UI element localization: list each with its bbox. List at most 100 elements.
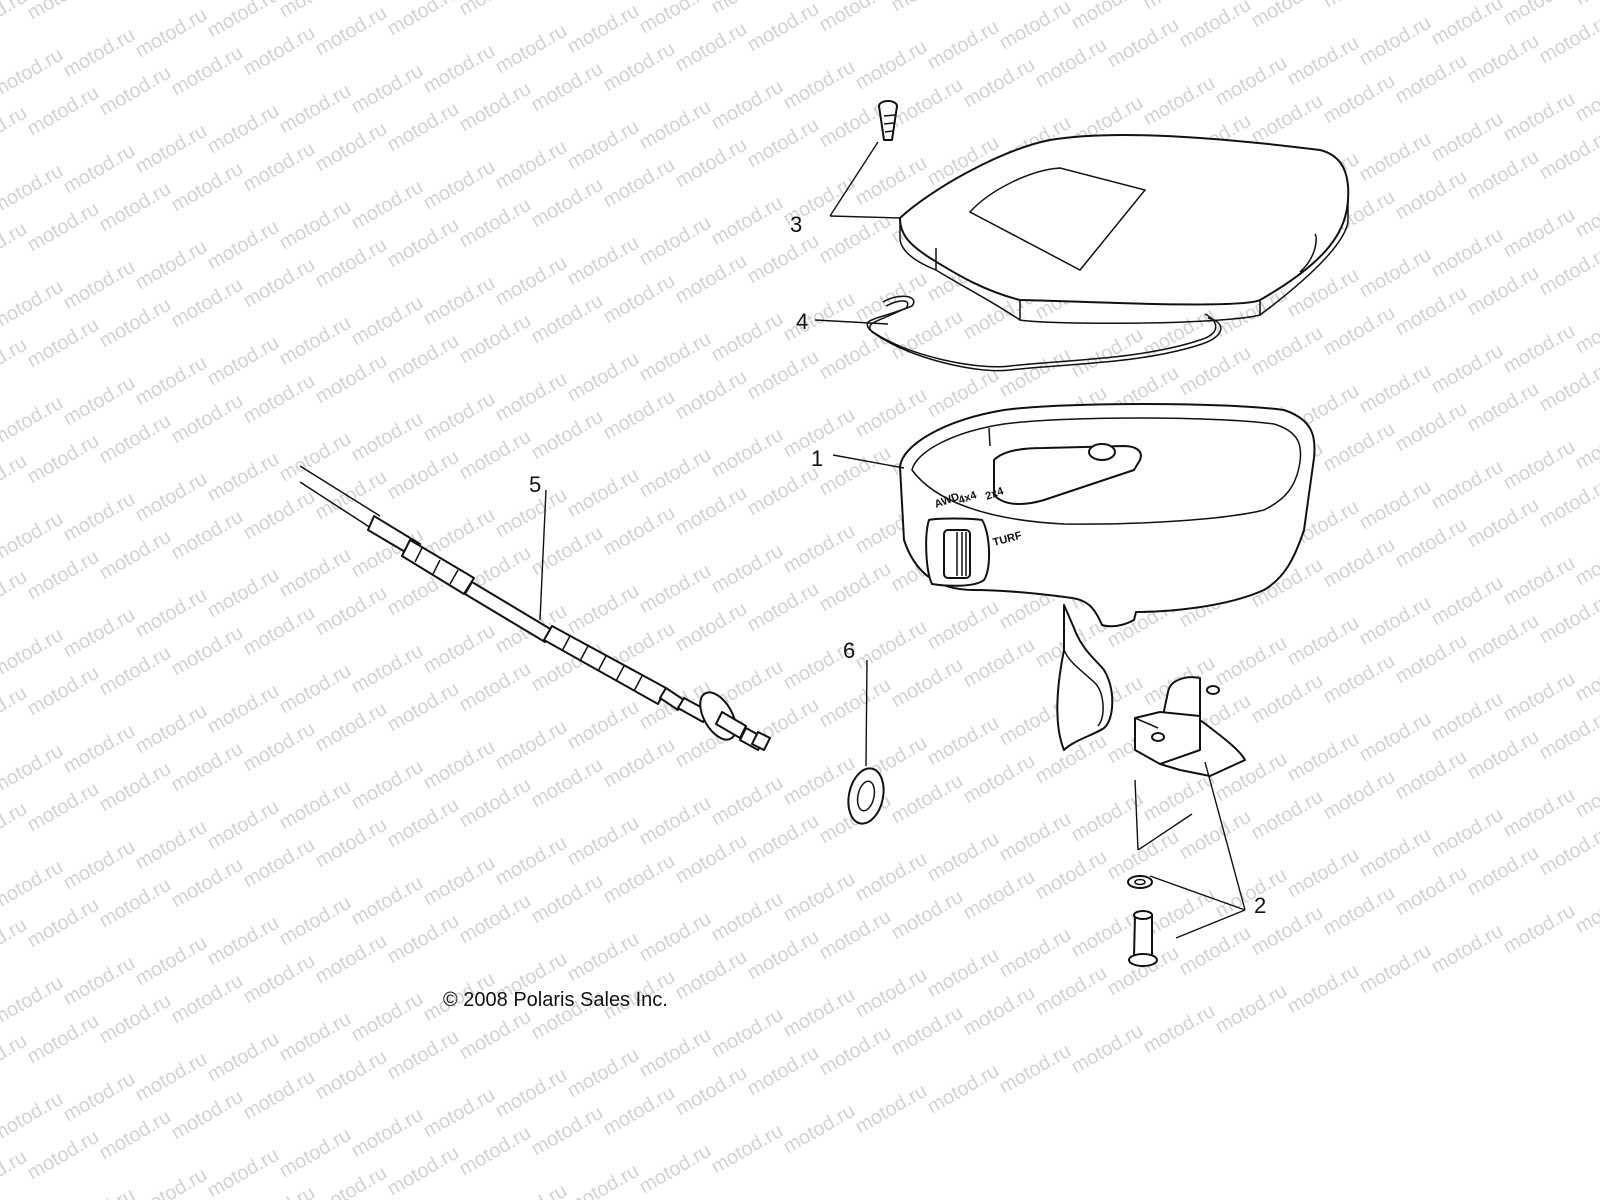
watermark-text: motod.ru bbox=[564, 232, 643, 291]
watermark-text: motod.ru bbox=[852, 1080, 931, 1139]
watermark-text: motod.ru bbox=[24, 1010, 103, 1069]
watermark-text: motod.ru bbox=[1536, 126, 1600, 185]
watermark-text: motod.ru bbox=[348, 988, 427, 1047]
watermark-text: motod.ru bbox=[636, 908, 715, 967]
watermark-text: motod.ru bbox=[1500, 0, 1579, 30]
watermark-text: motod.ru bbox=[1176, 0, 1255, 52]
watermark-text: motod.ru bbox=[348, 292, 427, 351]
watermark-text: motod.ru bbox=[492, 136, 571, 195]
watermark-text: motod.ru bbox=[276, 0, 355, 22]
watermark-text: motod.ru bbox=[744, 810, 823, 869]
watermark-text: motod.ru bbox=[168, 158, 247, 217]
watermark-text: motod.ru bbox=[1572, 880, 1600, 939]
watermark-text: motod.ru bbox=[456, 1122, 535, 1181]
watermark-text: motod.ru bbox=[672, 598, 751, 657]
watermark-text: motod.ru bbox=[1140, 72, 1219, 131]
watermark-text: motod.ru bbox=[420, 1084, 499, 1143]
watermark-text: motod.ru bbox=[60, 24, 139, 83]
watermark-text: motod.ru bbox=[1140, 1000, 1219, 1059]
watermark-text: motod.ru bbox=[384, 214, 463, 273]
watermark-text: motod.ru bbox=[708, 308, 787, 367]
watermark-text: motod.ru bbox=[204, 564, 283, 623]
watermark-text: motod.ru bbox=[960, 866, 1039, 925]
watermark-text: motod.ru bbox=[1500, 900, 1579, 959]
watermark-text: motod.ru bbox=[0, 508, 67, 567]
callout-1: 1 bbox=[811, 446, 823, 471]
part-1-switch-face: AWD 4x4 2x4 TURF bbox=[925, 485, 1023, 587]
watermark-text: motod.ru bbox=[132, 352, 211, 411]
watermark-text: motod.ru bbox=[168, 622, 247, 681]
watermark-text: motod.ru bbox=[132, 932, 211, 991]
watermark-text: motod.ru bbox=[528, 870, 607, 929]
watermark-text: motod.ru bbox=[1140, 768, 1219, 827]
watermark-text: motod.ru bbox=[1392, 746, 1471, 805]
watermark-text: motod.ru bbox=[276, 1008, 355, 1067]
watermark-text: motod.ru bbox=[456, 658, 535, 717]
watermark-text: motod.ru bbox=[1500, 436, 1579, 495]
watermark-text: motod.ru bbox=[1536, 590, 1600, 649]
watermark-text: motod.ru bbox=[348, 872, 427, 931]
watermark-text: motod.ru bbox=[744, 0, 823, 56]
watermark-text: motod.ru bbox=[672, 134, 751, 193]
part-2-clamp bbox=[1134, 676, 1246, 777]
watermark-text: motod.ru bbox=[1248, 0, 1327, 32]
watermark-text: motod.ru bbox=[24, 894, 103, 953]
watermark-text: motod.ru bbox=[348, 60, 427, 119]
watermark-text: motod.ru bbox=[1392, 514, 1471, 573]
watermark-text: motod.ru bbox=[780, 288, 859, 347]
watermark-text: motod.ru bbox=[816, 558, 895, 617]
watermark-text: motod.ru bbox=[312, 234, 391, 293]
watermark-text: motod.ru bbox=[1572, 532, 1600, 591]
watermark-text: motod.ru bbox=[312, 2, 391, 61]
watermark-text: motod.ru bbox=[852, 268, 931, 327]
watermark-text: motod.ru bbox=[348, 408, 427, 467]
callout-4: 4 bbox=[796, 309, 808, 334]
watermark-text: motod.ru bbox=[0, 740, 67, 799]
watermark-text: motod.ru bbox=[1356, 244, 1435, 303]
watermark-text: motod.ru bbox=[384, 446, 463, 505]
watermark-text: motod.ru bbox=[240, 138, 319, 197]
watermark-text: motod.ru bbox=[276, 544, 355, 603]
watermark-text: motod.ru bbox=[456, 194, 535, 253]
watermark-text: motod.ru bbox=[1392, 398, 1471, 457]
watermark-text: motod.ru bbox=[1392, 630, 1471, 689]
watermark-text: motod.ru bbox=[708, 1120, 787, 1179]
watermark-text: motod.ru bbox=[384, 98, 463, 157]
part-1-housing bbox=[899, 403, 1316, 628]
watermark-text: motod.ru bbox=[1356, 360, 1435, 419]
watermark-text: motod.ru bbox=[528, 290, 607, 349]
watermark-text: motod.ru bbox=[816, 906, 895, 965]
watermark-text: motod.ru bbox=[708, 1004, 787, 1063]
watermark-text: motod.ru bbox=[0, 682, 31, 741]
watermark-text: motod.ru bbox=[240, 254, 319, 313]
watermark-text: motod.ru bbox=[744, 926, 823, 985]
watermark-text: motod.ru bbox=[0, 1146, 31, 1200]
watermark-text: motod.ru bbox=[240, 950, 319, 1009]
watermark-text: motod.ru bbox=[168, 42, 247, 101]
watermark-text: motod.ru bbox=[0, 566, 31, 625]
part-6-washer bbox=[847, 767, 885, 825]
watermark-text: motod.ru bbox=[852, 384, 931, 443]
watermark-text: motod.ru bbox=[1320, 534, 1399, 593]
watermark-text: motod.ru bbox=[240, 370, 319, 429]
watermark-text: motod.ru bbox=[0, 914, 31, 973]
watermark-text: motod.ru bbox=[744, 1042, 823, 1101]
watermark-text: motod.ru bbox=[636, 560, 715, 619]
watermark-text: motod.ru bbox=[24, 662, 103, 721]
watermark-text: motod.ru bbox=[492, 1180, 571, 1200]
watermark-text: motod.ru bbox=[852, 616, 931, 675]
watermark-text: motod.ru bbox=[1248, 90, 1327, 149]
watermark-text: motod.ru bbox=[312, 814, 391, 873]
watermark-text: motod.ru bbox=[24, 82, 103, 141]
watermark-text: motod.ru bbox=[1176, 806, 1255, 865]
watermark-text: motod.ru bbox=[456, 1006, 535, 1065]
watermark-text: motod.ru bbox=[1356, 708, 1435, 767]
watermark-text: motod.ru bbox=[1320, 882, 1399, 941]
watermark-text: motod.ru bbox=[96, 410, 175, 469]
part-5-cable bbox=[299, 465, 771, 751]
watermark-text: motod.ru bbox=[528, 58, 607, 117]
watermark-text: motod.ru bbox=[1500, 88, 1579, 147]
watermark-text: motod.ru bbox=[672, 482, 751, 541]
watermark-text: motod.ru bbox=[924, 828, 1003, 887]
watermark-text: motod.ru bbox=[1284, 844, 1363, 903]
